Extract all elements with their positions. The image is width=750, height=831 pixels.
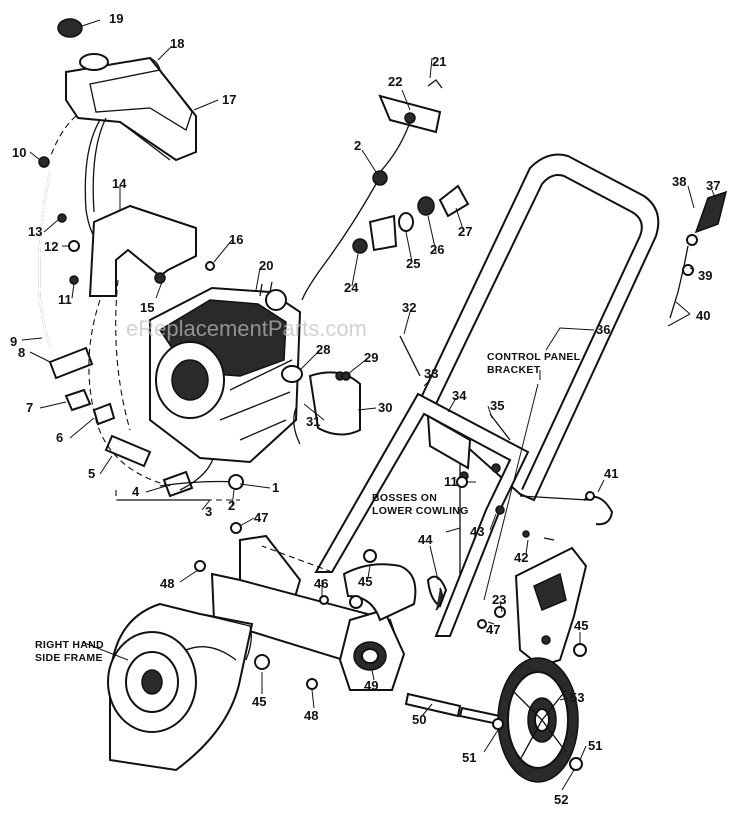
callout-label: 27 <box>458 224 472 239</box>
callout-label: 51 <box>588 738 602 753</box>
leader-lines <box>21 19 717 791</box>
callout-label: 53 <box>570 690 584 705</box>
callout-label: 29 <box>364 350 378 365</box>
callout-label: 23 <box>492 592 506 607</box>
callout-label: 49 <box>364 678 378 693</box>
note-line: CONTROL PANEL <box>487 351 581 363</box>
callout-label: 13 <box>28 224 42 239</box>
callout-label: 20 <box>259 258 273 273</box>
note-line: SIDE FRAME <box>35 652 103 664</box>
lower-handle-frame <box>314 392 530 637</box>
callout-label: 3 <box>205 504 212 519</box>
callout-label: 4 <box>132 484 140 499</box>
callout-label: 14 <box>112 176 127 191</box>
callout-label: 7 <box>26 400 33 415</box>
right-hand-side-frame <box>107 602 254 772</box>
callout-label: 48 <box>160 576 174 591</box>
callout-label: 45 <box>574 618 588 633</box>
fittings <box>38 156 194 498</box>
wheel <box>492 657 583 783</box>
fuel-hose-9 <box>38 171 51 347</box>
callout-label: 8 <box>18 345 25 360</box>
callout-label: 35 <box>490 398 504 413</box>
callout-label: 42 <box>514 550 528 565</box>
callout-label: 52 <box>554 792 568 807</box>
callout-label: 36 <box>596 322 610 337</box>
callout-label: 2 <box>354 138 361 153</box>
callout-label: 1 <box>272 480 279 495</box>
callout-label: 17 <box>222 92 236 107</box>
callout-label: 9 <box>10 334 17 349</box>
callout-label: 44 <box>418 532 433 547</box>
callout-label: 19 <box>109 11 123 26</box>
callout-label: 40 <box>696 308 710 323</box>
callout-label: 34 <box>452 388 467 403</box>
left-side-frame <box>514 546 588 668</box>
callout-label: 37 <box>706 178 720 193</box>
callout-label: 12 <box>44 239 58 254</box>
note-line: BOSSES ON <box>372 492 437 504</box>
callout-label: 46 <box>314 576 328 591</box>
callout-label: 32 <box>402 300 416 315</box>
tank-bracket <box>88 204 197 297</box>
callout-label: 2 <box>228 498 235 513</box>
callout-label: 11 <box>444 474 458 489</box>
note-line: RIGHT HAND <box>35 639 104 651</box>
callout-label: 33 <box>424 366 438 381</box>
note-control-panel-bracket: CONTROL PANEL BRACKET <box>487 351 581 376</box>
callout-label: 25 <box>406 256 420 271</box>
callout-label: 22 <box>388 74 402 89</box>
callout-label: 45 <box>252 694 266 709</box>
callouts: 19 18 17 10 14 13 12 16 20 11 15 9 8 7 6… <box>10 11 720 807</box>
callout-label: 24 <box>344 280 359 295</box>
callout-label: 11 <box>58 292 72 307</box>
handle <box>418 153 660 600</box>
callout-label: 50 <box>412 712 426 727</box>
callout-label: 51 <box>462 750 476 765</box>
note-bosses-on-lower-cowling: BOSSES ON LOWER COWLING <box>372 492 469 517</box>
callout-label: 16 <box>229 232 243 247</box>
callout-label: 30 <box>378 400 392 415</box>
note-line: LOWER COWLING <box>372 505 469 517</box>
note-right-hand-side-frame: RIGHT HAND SIDE FRAME <box>35 639 104 664</box>
callout-label: 18 <box>170 36 184 51</box>
center-frame <box>210 534 448 691</box>
callout-label: 28 <box>316 342 330 357</box>
axle <box>404 692 502 726</box>
control-parts <box>519 190 728 526</box>
callout-label: 15 <box>140 300 154 315</box>
note-line: BRACKET <box>487 364 541 376</box>
callout-label: 26 <box>430 242 444 257</box>
callout-label: 38 <box>672 174 686 189</box>
watermark: eReplacementParts.com <box>126 316 367 341</box>
callout-label: 21 <box>432 54 446 69</box>
callout-label: 10 <box>12 145 26 160</box>
callout-label: 47 <box>254 510 268 525</box>
callout-label: 5 <box>88 466 95 481</box>
callout-label: 48 <box>304 708 318 723</box>
callout-label: 31 <box>306 414 320 429</box>
callout-label: 47 <box>486 622 500 637</box>
callout-label: 41 <box>604 466 618 481</box>
callout-label: 6 <box>56 430 63 445</box>
fuel-tank <box>57 18 197 162</box>
hardware <box>57 213 694 690</box>
throttle-cable <box>301 79 470 301</box>
callout-label: 39 <box>698 268 712 283</box>
engine <box>149 281 302 464</box>
callout-label: 43 <box>470 524 484 539</box>
callout-label: 45 <box>358 574 372 589</box>
